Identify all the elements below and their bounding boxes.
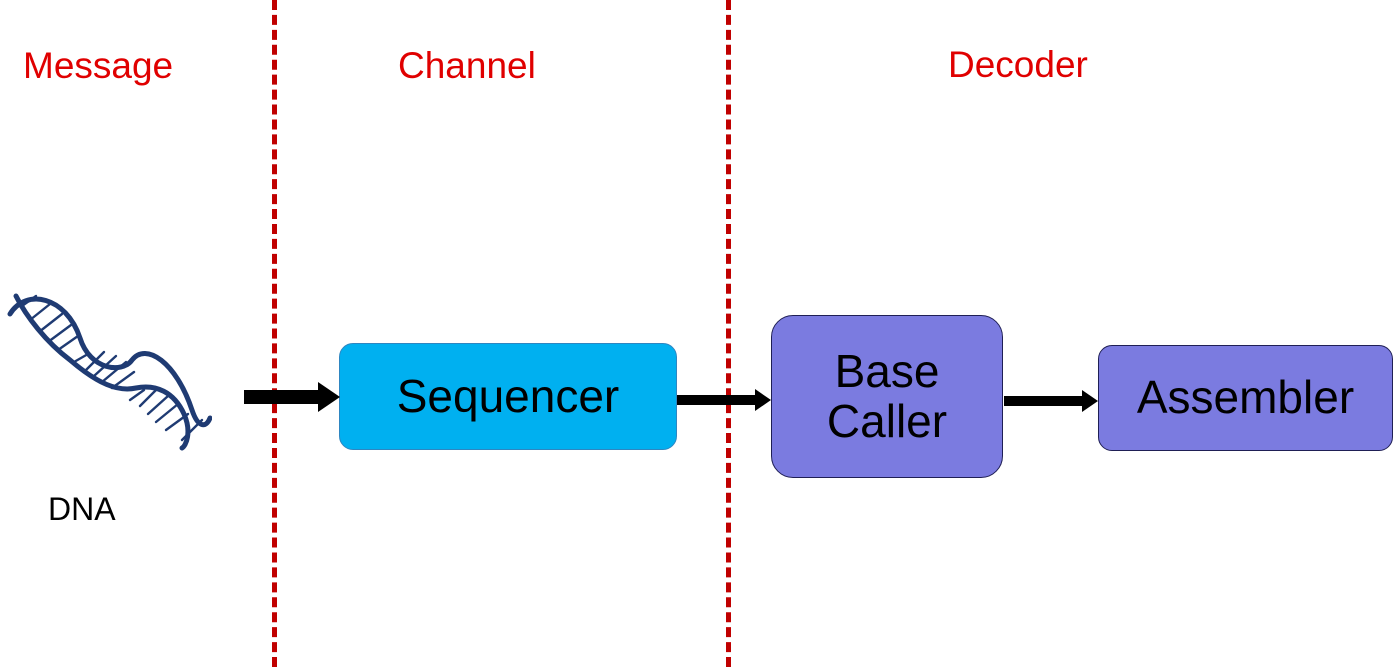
section-divider-message-channel	[272, 0, 277, 667]
arrow-base-caller-to-assembler	[1004, 390, 1098, 412]
base-caller-block: Base Caller	[771, 315, 1003, 478]
base-caller-label: Base Caller	[826, 345, 948, 447]
sequencer-block: Sequencer	[339, 343, 677, 450]
assembler-label: Assembler	[1136, 371, 1355, 424]
arrow-sequencer-to-base-caller	[677, 389, 771, 411]
dna-label: DNA	[48, 491, 116, 527]
sequencer-label: Sequencer	[396, 369, 620, 422]
arrow-dna-to-sequencer	[244, 382, 340, 412]
section-divider-channel-decoder	[726, 0, 731, 667]
dna-helix-icon	[7, 293, 212, 451]
assembler-block: Assembler	[1098, 345, 1393, 451]
section-label-channel: Channel	[398, 45, 536, 86]
section-label-message: Message	[23, 45, 174, 86]
section-label-decoder: Decoder	[948, 44, 1088, 85]
